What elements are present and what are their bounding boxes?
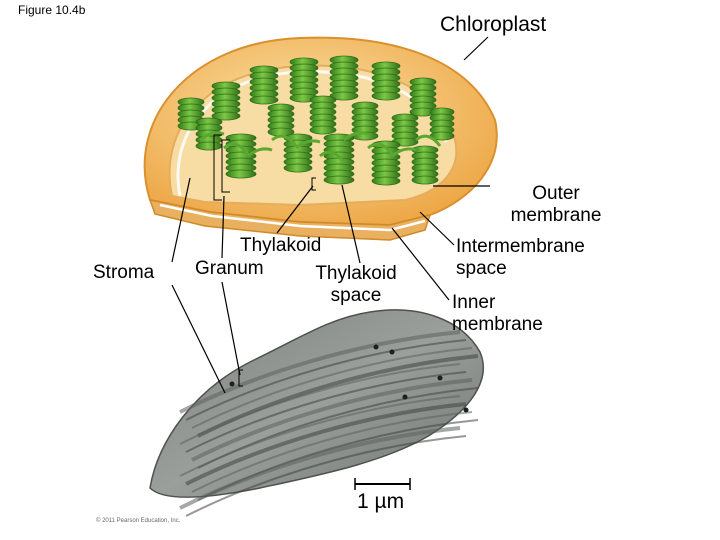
chloroplast-leader [463,36,489,61]
micrograph-lamella [185,371,467,453]
chloroplast-cutaway [143,36,498,241]
micrograph-lamella [179,363,461,445]
granum-bracket-2 [221,139,230,193]
stroma-leader-top [171,177,191,263]
granum-bracket [213,134,222,201]
granum-leader-bottom [221,281,241,376]
granum-stack [211,81,241,121]
scale-bar [354,478,411,490]
scale-bar-label: 1 µm [357,490,405,513]
grana-stacks [177,55,455,186]
thylakoid-disc [283,163,313,173]
micrograph-lamella [185,402,467,486]
micrograph-lamella [191,411,473,493]
thylakoid-disc [309,125,337,135]
thylakoid-space-label: Thylakoid space [315,263,397,306]
copyright-text: © 2011 Pearson Education, Inc. [96,518,181,524]
micrograph-thylakoid-lines [179,330,479,517]
leader-lines [171,36,490,394]
thylakoid-disc [225,169,257,179]
thylakoid-disc [371,91,401,101]
micrograph-granule [402,394,408,400]
granum-stack [323,133,355,185]
thylakoid-bracket [311,177,316,191]
micrograph-granule [229,381,235,387]
outer-membrane-label: Outer membrane [510,183,602,226]
inner-membrane-label: Inner membrane [452,292,543,335]
figure-label: Figure 10.4b [18,3,86,17]
inner-membrane-leader [391,227,450,301]
intermembrane-leader [419,211,455,246]
electron-micrograph [149,309,485,517]
micrograph-lamella [185,435,467,517]
granum-stack [267,103,295,137]
granum-stack [329,55,359,101]
thylakoid-disc [211,111,241,121]
chloroplast-title: Chloroplast [440,13,547,36]
cut-face [148,199,432,241]
stroma-lamella [343,131,369,142]
micrograph-lamella [179,330,461,414]
stroma-lamella [415,134,442,147]
stroma-lamella [391,147,417,158]
micrograph-granule [373,344,379,350]
stroma-lamella [247,147,273,158]
stroma-lamella [319,150,346,163]
micrograph-lamella [179,395,461,477]
thylakoid-disc [329,91,359,101]
micrograph-granule [389,349,395,355]
thylakoid-leader [276,185,314,234]
granum-leader-top [221,195,225,259]
micrograph-lamella [191,347,473,429]
stroma-lamella [367,142,394,155]
granum-stack [391,113,419,147]
stroma-lamella [223,142,250,155]
stroma-label: Stroma [93,262,155,283]
thylakoid-disc [323,175,355,185]
cut-face-white-line [159,203,426,232]
stroma-lamella [271,134,298,147]
thylakoid-label: Thylakoid [240,235,322,256]
thylakoid-space-leader [341,184,361,264]
granum-stack [371,140,401,186]
micrograph-lamella [191,378,473,462]
granum-stack [289,57,319,103]
micrograph-body [149,309,485,498]
micrograph-granule [463,407,469,413]
granum-stack [309,95,337,135]
thylakoid-disc [195,141,223,151]
stroma-leader-bottom [171,284,226,394]
granum-stack [249,65,279,105]
granum-stack [195,117,223,151]
thylakoid-disc [249,95,279,105]
granum-stack [429,107,455,141]
granum-stack [411,145,439,185]
stroma-lamella [295,139,321,150]
intermembrane-space-label: Intermembrane space [456,236,585,279]
micrograph-lamella [185,339,467,421]
granum-stack [225,133,257,179]
thylakoid-disc [411,175,439,185]
stroma-lamella [199,131,225,142]
granum-stack [371,61,401,101]
thylakoid-disc [371,176,401,186]
granum-label: Granum [195,258,264,279]
micrograph-lamella [179,426,461,510]
micrograph-bracket [238,369,243,387]
micrograph-granule [437,375,443,381]
